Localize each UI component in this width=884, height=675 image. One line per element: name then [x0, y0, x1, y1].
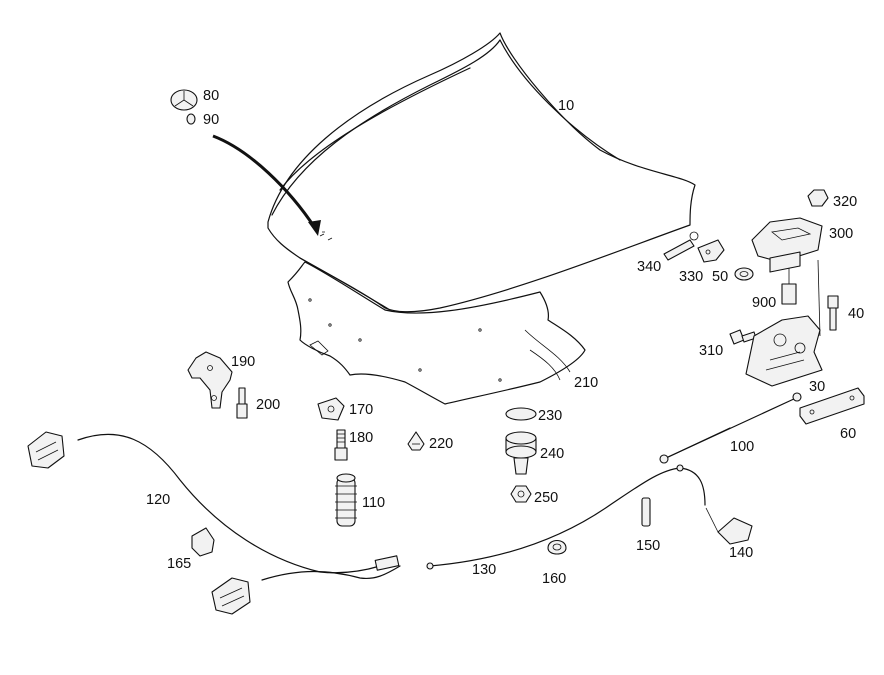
hex-nut[interactable]: [510, 485, 532, 503]
lock-screw[interactable]: [729, 329, 757, 345]
callout-330: 330: [679, 269, 703, 285]
mounting-grommet[interactable]: [734, 267, 754, 281]
lock-bolt[interactable]: [827, 295, 839, 331]
callout-310: 310: [699, 343, 723, 359]
support-bracket[interactable]: [697, 239, 725, 263]
callout-150: 150: [636, 538, 660, 554]
closing-plate[interactable]: [799, 387, 865, 425]
callout-30: 30: [809, 379, 825, 395]
callout-80: 80: [203, 88, 219, 104]
insulation-pad[interactable]: [287, 261, 586, 405]
hood-hinge[interactable]: [187, 351, 233, 409]
callout-900: 900: [752, 295, 776, 311]
callout-180: 180: [349, 430, 373, 446]
callout-60: 60: [840, 426, 856, 442]
cable-clip[interactable]: [641, 497, 651, 527]
callout-120: 120: [146, 492, 170, 508]
lock-cable[interactable]: [426, 464, 706, 570]
retaining-clip[interactable]: [407, 431, 425, 451]
lever-link[interactable]: [663, 231, 699, 261]
hood-lock[interactable]: [745, 259, 823, 387]
callout-110: 110: [362, 495, 385, 511]
callout-240: 240: [540, 446, 564, 462]
washer[interactable]: [505, 407, 537, 421]
release-cable[interactable]: [77, 433, 401, 581]
callout-190: 190: [231, 354, 255, 370]
callout-160: 160: [542, 571, 566, 587]
flange-nut[interactable]: [807, 189, 829, 207]
callout-220: 220: [429, 436, 453, 452]
lock-bracket[interactable]: [751, 217, 823, 273]
callout-140: 140: [729, 545, 753, 561]
callout-10: 10: [558, 98, 574, 114]
cable-end-fitting[interactable]: [705, 507, 753, 545]
callout-170: 170: [349, 402, 373, 418]
callout-40: 40: [848, 306, 864, 322]
emblem-grommet[interactable]: [186, 113, 196, 125]
release-handle-upper[interactable]: [27, 431, 65, 469]
callout-300: 300: [829, 226, 853, 242]
callout-250: 250: [534, 490, 558, 506]
cable-holder[interactable]: [191, 527, 215, 557]
release-handle-lower[interactable]: [211, 577, 251, 615]
callout-340: 340: [637, 259, 661, 275]
rubber-stop[interactable]: [505, 431, 537, 475]
callout-100: 100: [730, 439, 754, 455]
hood-panel[interactable]: [267, 32, 696, 313]
callout-320: 320: [833, 194, 857, 210]
callout-130: 130: [472, 562, 496, 578]
callout-50: 50: [712, 269, 728, 285]
emblem-position-arrow: [212, 134, 321, 236]
buffer-plate[interactable]: [317, 397, 345, 421]
callout-210: 210: [574, 375, 598, 391]
gas-strut[interactable]: [659, 392, 802, 464]
lock-sensor[interactable]: [781, 268, 797, 305]
spring-buffer[interactable]: [335, 473, 357, 527]
callout-90: 90: [203, 112, 219, 128]
hood-star-emblem[interactable]: [170, 89, 198, 111]
cable-clamp[interactable]: [547, 539, 567, 555]
hinge-bolt[interactable]: [236, 387, 248, 419]
adjusting-bolt[interactable]: [334, 429, 348, 461]
callout-200: 200: [256, 397, 280, 413]
callout-230: 230: [538, 408, 562, 424]
callout-165: 165: [167, 556, 191, 572]
